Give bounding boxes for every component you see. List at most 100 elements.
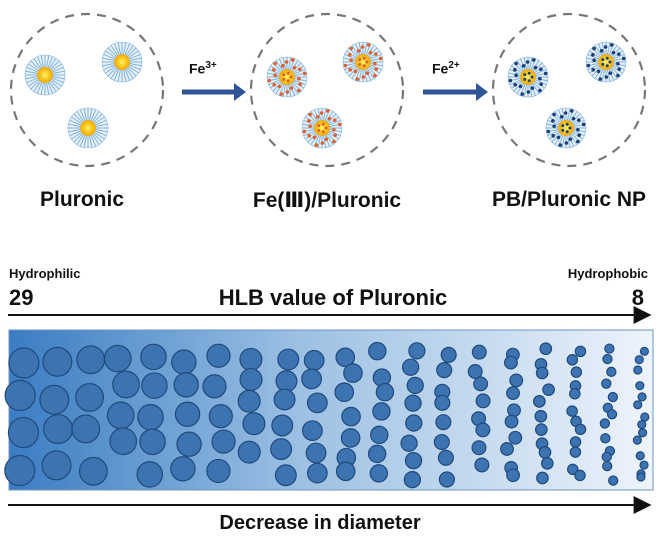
nanoparticle xyxy=(540,456,554,470)
nanoparticle xyxy=(305,442,327,464)
hlb-right-value: 8 xyxy=(631,285,644,310)
nanoparticle xyxy=(237,440,261,464)
nanoparticle xyxy=(602,460,613,472)
nanoparticle xyxy=(78,456,108,486)
nanoparticle xyxy=(599,418,611,429)
nanoparticle xyxy=(601,451,612,463)
nanoparticle xyxy=(534,409,548,423)
nanoparticle xyxy=(103,344,132,373)
hlb-left-value: 29 xyxy=(9,285,34,310)
fe3-ion-label: Fe3+ xyxy=(189,60,217,77)
nanoparticle xyxy=(438,471,455,488)
nanoparticle xyxy=(567,463,579,476)
nanoparticle xyxy=(507,403,521,418)
nanoparticle xyxy=(604,343,615,354)
nanoparticle xyxy=(471,440,487,456)
nanoparticle xyxy=(533,395,546,408)
nanoparticle xyxy=(335,347,356,368)
nanoparticle xyxy=(404,394,422,412)
nanoparticle xyxy=(539,342,553,356)
nanoparticle xyxy=(435,414,452,431)
nanoparticle xyxy=(606,366,617,378)
nanoparticle xyxy=(542,383,555,396)
micelle-1 xyxy=(507,56,549,98)
nanoparticle xyxy=(274,464,297,487)
nanoparticle xyxy=(569,436,582,448)
nanoparticle xyxy=(202,374,227,399)
nanoparticle xyxy=(475,393,491,409)
fe3-ion-symbol: Fe xyxy=(189,60,206,77)
nanoparticle xyxy=(500,442,514,456)
nanoparticle xyxy=(637,392,647,402)
nanoparticle xyxy=(208,404,233,429)
nanoparticle xyxy=(640,412,650,422)
nanoparticle xyxy=(607,391,619,403)
nanoparticle xyxy=(174,401,201,427)
nanoparticle xyxy=(335,461,356,482)
nanoparticle xyxy=(340,428,361,448)
nanoparticle xyxy=(141,372,168,399)
nanoparticle xyxy=(4,454,36,487)
nanoparticle xyxy=(239,367,263,392)
nanoparticle xyxy=(75,382,105,412)
nanoparticle xyxy=(237,389,261,413)
nanoparticle xyxy=(400,434,418,452)
nanoparticle xyxy=(509,373,524,388)
nanoparticle xyxy=(535,366,549,380)
micelle-1 xyxy=(24,54,66,96)
decrease-in-diameter-label: Decrease in diameter xyxy=(219,512,421,534)
nanoparticle xyxy=(433,433,450,451)
nanoparticle xyxy=(206,343,231,368)
micelle-3 xyxy=(67,107,109,149)
nanoparticle xyxy=(440,346,457,363)
nanoparticle xyxy=(112,370,140,399)
nanoparticle xyxy=(369,464,389,483)
nanoparticle xyxy=(206,458,231,484)
nanoparticle xyxy=(570,366,583,378)
nanoparticle xyxy=(633,400,643,410)
stage-dashed-circle xyxy=(249,12,405,168)
nanoparticle xyxy=(43,414,74,445)
nanoparticle xyxy=(436,362,453,379)
nanoparticle xyxy=(601,378,612,389)
nanoparticle xyxy=(506,386,520,401)
nanoparticle xyxy=(306,392,328,414)
nanoparticle xyxy=(566,354,579,366)
stage-dashed-circle xyxy=(491,12,647,168)
micelle-2 xyxy=(101,41,143,83)
nanoparticle xyxy=(173,372,199,398)
nanoparticle xyxy=(7,416,40,449)
nanoparticle xyxy=(406,376,424,395)
nanoparticle xyxy=(273,388,296,411)
nanoparticle xyxy=(536,471,549,485)
nanoparticle xyxy=(506,468,521,483)
nanoparticle xyxy=(633,365,643,375)
stage-3 xyxy=(491,12,647,168)
micelle-2 xyxy=(585,41,627,83)
nanoparticle xyxy=(635,381,645,391)
nanoparticle xyxy=(375,382,395,402)
nanoparticle xyxy=(306,462,328,484)
nanoparticle xyxy=(367,444,387,464)
fe2-ion-charge: 2+ xyxy=(448,60,460,71)
nanoparticle xyxy=(574,469,586,482)
nanoparticle xyxy=(170,456,196,482)
nanoparticle xyxy=(634,355,644,365)
nanoparticle xyxy=(303,349,325,371)
nanoparticle xyxy=(474,457,490,473)
nanoparticle xyxy=(4,379,36,412)
nanoparticle xyxy=(437,449,454,466)
nanoparticle xyxy=(106,401,135,430)
nanoparticle xyxy=(368,341,387,361)
nanoparticle xyxy=(277,348,300,371)
nanoparticle xyxy=(137,403,164,431)
nanoparticle xyxy=(566,405,578,417)
nanoparticle xyxy=(538,446,552,459)
micelle-2 xyxy=(342,41,384,83)
nanoparticle xyxy=(600,433,611,444)
nanoparticle xyxy=(176,431,202,457)
nanoparticle xyxy=(574,345,587,358)
nanoparticle xyxy=(473,376,489,392)
nanoparticle xyxy=(405,414,423,432)
stage-label-pluronic: Pluronic xyxy=(39,188,125,211)
